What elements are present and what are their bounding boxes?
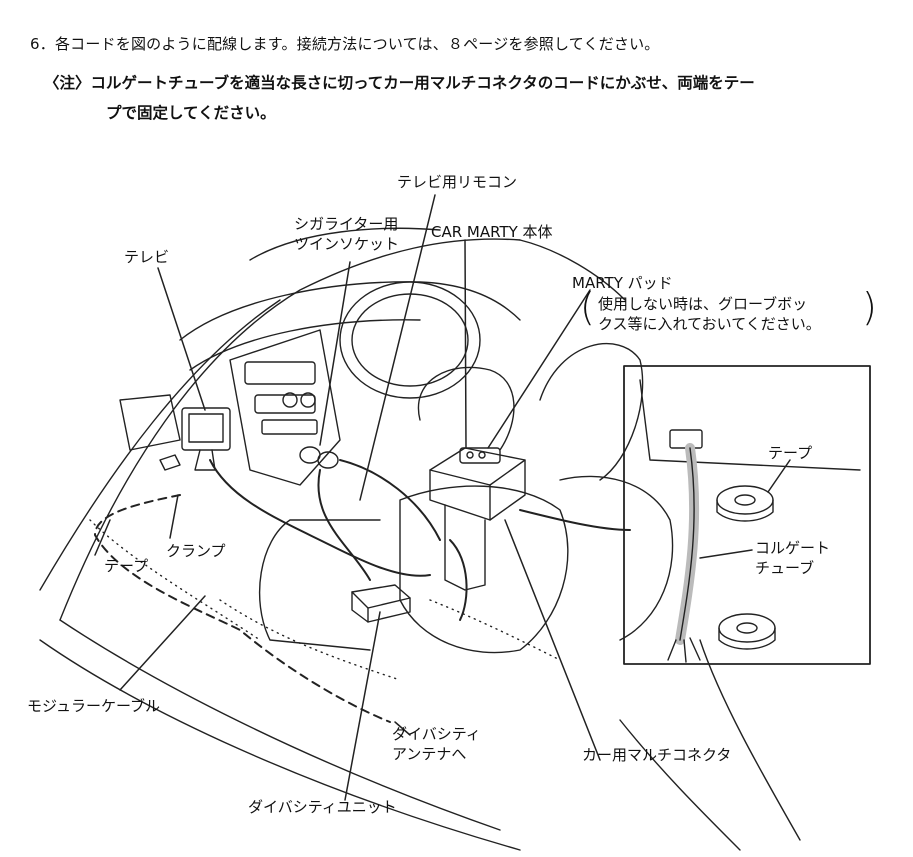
note-line-2: プで固定してください。 <box>106 104 276 122</box>
wiring <box>209 459 631 621</box>
car-marty-unit <box>429 447 526 591</box>
label-tape-right: テープ <box>768 444 813 462</box>
label-diversity-unit: ダイバシティユニット <box>248 798 397 816</box>
label-cigar-socket-line1: シガライター用 <box>294 215 399 233</box>
leader-cigar-socket <box>319 261 351 446</box>
label-car-marty: CAR MARTY 本体 <box>431 223 553 241</box>
tv-monitor <box>159 407 231 471</box>
leader-lines <box>94 194 791 801</box>
label-corrugate-line1: コルゲート <box>755 539 831 557</box>
leader-corrugate <box>699 549 753 559</box>
label-marty-pad: MARTY パッド <box>572 274 673 292</box>
label-modular-cable: モジュラーケーブル <box>27 697 161 715</box>
leader-marty-pad <box>487 289 591 449</box>
paren-left: ( <box>580 285 595 329</box>
label-clamp: クランプ <box>166 542 226 560</box>
step-instruction: 6．各コードを図のように配線します。接続方法については、８ページを参照してくださ… <box>30 35 660 53</box>
leader-tv-remote <box>359 194 436 501</box>
leader-multi-connector <box>504 519 601 761</box>
label-corrugate-tube: コルゲート チューブ <box>755 538 830 578</box>
cigar-twin-socket <box>299 446 339 469</box>
label-cigar-socket-line2: ツインソケット <box>294 235 400 253</box>
label-multi-connector: カー用マルチコネクタ <box>582 746 732 764</box>
label-tv: テレビ <box>124 248 170 266</box>
label-diversity-antenna-line2: アンテナへ <box>392 745 467 763</box>
label-cigar-socket: シガライター用 ツインソケット <box>294 214 399 254</box>
floor-carpet <box>89 519 561 681</box>
leader-tv <box>157 267 206 411</box>
leader-diversity-antenna <box>394 721 411 736</box>
note-block: 〈注〉コルゲートチューブを適当な長さに切ってカー用マルチコネクタのコードにかぶせ… <box>44 68 894 128</box>
label-corrugate-line2: チューブ <box>755 559 815 577</box>
car-body-outline <box>39 227 801 851</box>
label-marty-pad-note: 使用しない時は、グローブボッ クス等に入れておいてください。 <box>598 294 821 334</box>
leader-car-marty <box>464 239 467 449</box>
label-diversity-antenna-line1: ダイバシティ <box>392 725 481 743</box>
label-tv-remote: テレビ用リモコン <box>397 173 518 191</box>
paren-right: ) <box>862 285 877 329</box>
leader-clamp <box>169 494 179 539</box>
inset-detail <box>623 365 871 665</box>
leader-modular-cable <box>119 595 206 691</box>
leader-tape-left <box>94 519 111 556</box>
label-diversity-antenna: ダイバシティ アンテナへ <box>392 724 481 764</box>
leader-tape-right <box>767 459 791 493</box>
leader-diversity-unit <box>344 611 381 801</box>
seats <box>258 343 674 654</box>
dashboard <box>119 281 521 486</box>
label-marty-pad-note-line2: クス等に入れておいてください。 <box>598 315 821 333</box>
label-marty-pad-note-line1: 使用しない時は、グローブボッ <box>598 295 808 313</box>
diversity-unit <box>351 584 411 623</box>
note-line-1: コルゲートチューブを適当な長さに切ってカー用マルチコネクタのコードにかぶせ、両端… <box>90 74 755 92</box>
modular-cable-route <box>94 494 391 723</box>
note-prefix: 〈注〉 <box>44 74 91 92</box>
label-tape-left: テープ <box>104 557 149 575</box>
